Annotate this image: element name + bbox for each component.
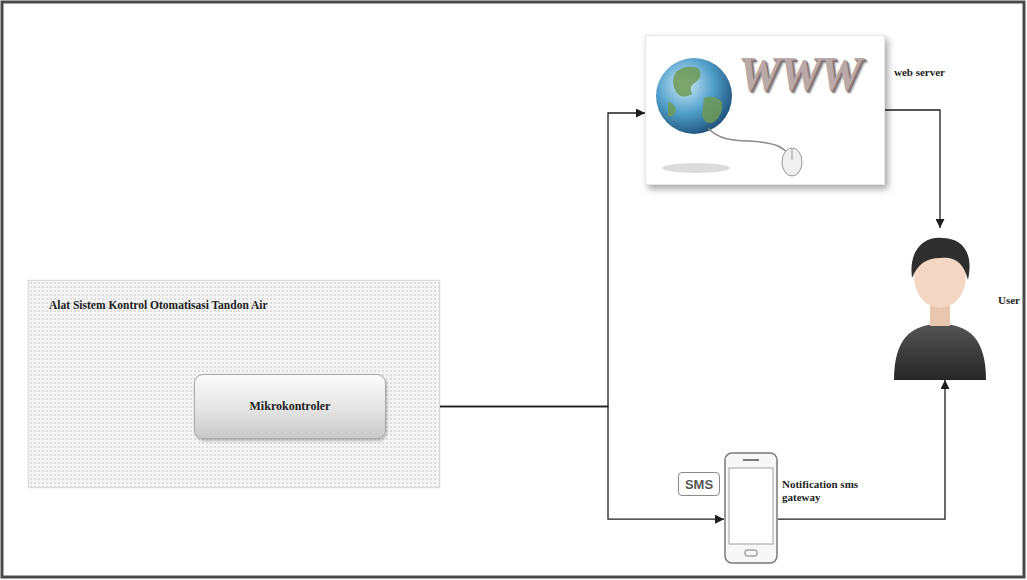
panel-heading: Alat Sistem Kontrol Otomatisasi Tandon A… [49,299,268,311]
node-caption: Notification sms gateway [782,478,886,504]
www-lettering: WWW [738,46,860,101]
globe-land [668,67,722,123]
phone-screen [729,468,773,544]
user-illustration [890,228,990,380]
mouse-cable [708,128,788,154]
flow-arrow [778,380,945,519]
mouse-icon [782,148,802,176]
user-hair [911,238,969,280]
process-box: Mikrokontroler [194,374,386,439]
sms-bubble: SMS [678,472,720,496]
node-caption: web server [894,66,945,78]
user-body [894,324,986,380]
mouse-button-line [792,149,793,160]
node-caption: User [998,294,1020,306]
phone-speaker [743,459,759,461]
web-server-image: WWWweb server [645,35,885,185]
system-panel: Alat Sistem Kontrol Otomatisasi Tandon A… [28,280,440,488]
phone-button [745,550,757,556]
phone-illustration [724,452,778,564]
sms-gateway-phone: SMSNotification sms gateway [724,452,778,564]
phone-body [725,453,777,563]
flow-arrow [885,110,940,228]
box-label: Mikrokontroler [250,399,331,414]
globe [656,58,732,134]
user-icon: User [890,228,990,380]
globe-shadow [662,163,730,173]
